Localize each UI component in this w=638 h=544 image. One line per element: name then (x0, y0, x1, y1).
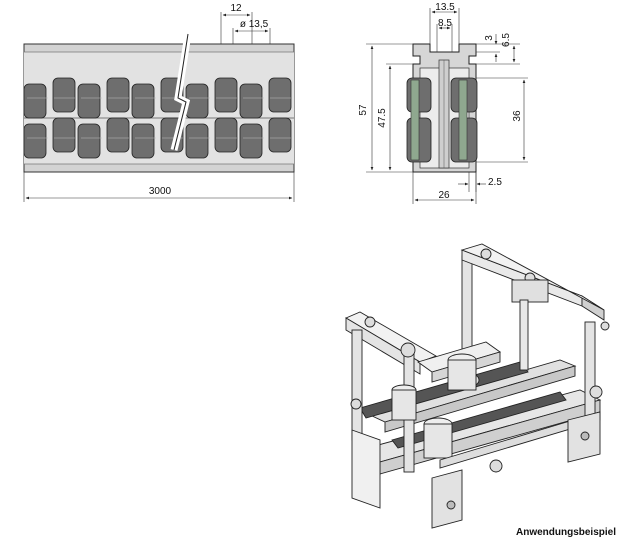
side-roller (52, 77, 76, 113)
side-roller (23, 83, 47, 119)
cross-section: 13.5 8.5 3 6.5 57 47.5 36 2.5 (358, 2, 528, 204)
side-roller (185, 123, 209, 159)
side-roller (23, 123, 47, 159)
side-roller (214, 117, 238, 153)
side-roller (239, 123, 263, 159)
example-caption: Anwendungsbeispiel (515, 527, 616, 538)
side-roller (268, 77, 292, 113)
roller-rows (23, 77, 292, 159)
green-axle-right (458, 79, 468, 161)
lip-height-label: 3 (484, 35, 495, 41)
side-roller (268, 117, 292, 153)
inner-height-label: 47.5 (377, 108, 388, 128)
side-roller (106, 77, 130, 113)
length-label: 3000 (149, 186, 172, 197)
side-roller (77, 123, 101, 159)
wall-label: 2.5 (488, 177, 502, 188)
side-roller (239, 83, 263, 119)
break-line (173, 33, 189, 151)
total-height-label: 57 (358, 104, 369, 116)
top-width-label: 13.5 (435, 2, 455, 13)
side-roller (131, 83, 155, 119)
roller-height-label: 36 (512, 110, 523, 122)
total-width-label: 26 (438, 190, 450, 201)
pitch-label: 12 (230, 3, 242, 14)
side-roller (214, 77, 238, 113)
inner-width-label: 8.5 (438, 18, 452, 29)
application-example (345, 243, 610, 529)
side-roller (52, 117, 76, 153)
diameter-label: ø 13,5 (240, 19, 269, 30)
side-roller (106, 117, 130, 153)
green-axle-left (410, 79, 420, 161)
lip-offset-label: 6.5 (501, 33, 512, 47)
side-roller (77, 83, 101, 119)
side-roller (131, 123, 155, 159)
side-view: 12 ø 13,5 3000 (23, 3, 295, 202)
